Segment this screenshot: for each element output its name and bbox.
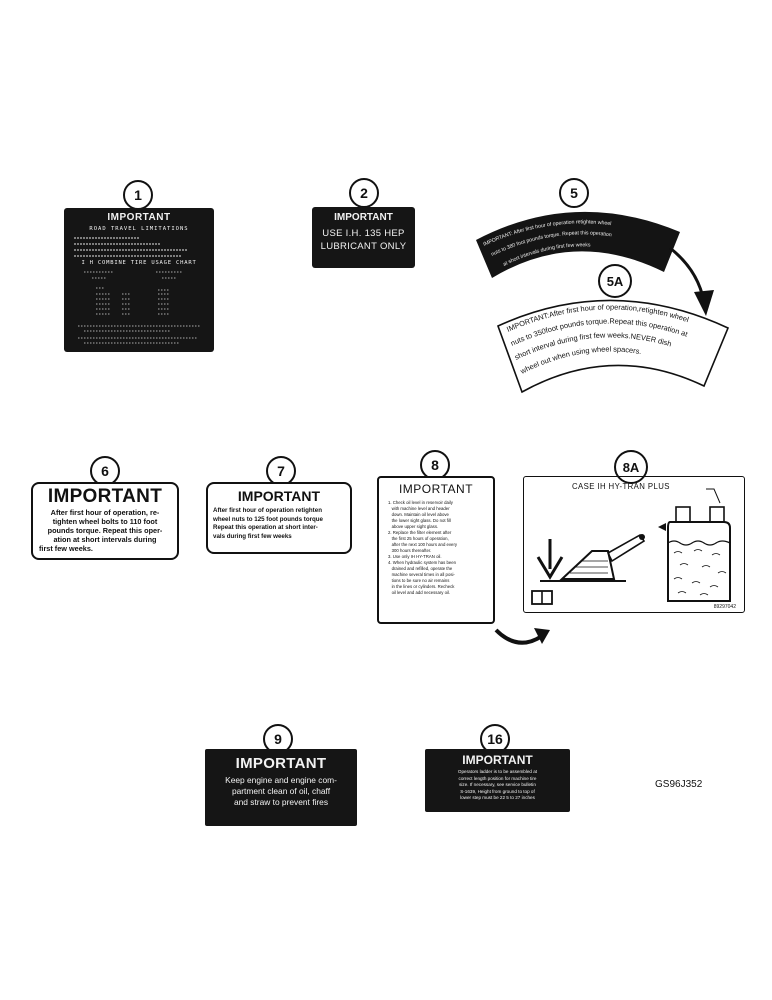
callout-1: 1 xyxy=(123,180,153,210)
decal-1-tire-chart xyxy=(78,271,200,344)
decal-16-title: IMPORTANT xyxy=(462,753,533,767)
decal-8a-code: 89297042 xyxy=(713,604,736,610)
decal-2-lubricant: IMPORTANT USE I.H. 135 HEP LUBRICANT ONL… xyxy=(312,207,415,268)
decal-6-wheel-bolts: IMPORTANT After first hour of operation,… xyxy=(31,482,179,560)
decal-16-line4: S-1639, Height from ground to top of xyxy=(460,788,535,794)
decal-7-wheel-nuts: IMPORTANT After first hour of operation … xyxy=(206,482,352,554)
decal-8-line: 3. Use only IH HY-TRAN oil. xyxy=(388,554,442,559)
decal-8a-label: CASE IH HY-TRAN PLUS xyxy=(572,482,670,491)
decal-9-line3: and straw to prevent fires xyxy=(233,797,329,807)
decal-16-line2: correct length position for machine tire xyxy=(458,775,537,781)
decal-8-line: 300 hours thereafter. xyxy=(388,548,432,553)
decal-8-hydraulic: IMPORTANT 1. Check oil level in reservoi… xyxy=(377,476,495,624)
callout-8: 8 xyxy=(420,450,450,480)
decal-6-line3: pounds torque. Repeat this oper- xyxy=(47,526,163,535)
decal-16-ladder: IMPORTANT Operators ladder is to be asse… xyxy=(425,749,570,812)
decal-8-line: machine several times in all posi- xyxy=(388,572,455,577)
callout-7: 7 xyxy=(266,456,296,486)
decal-5-shape xyxy=(476,211,680,278)
decal-16-line3: size. If necessary, see service bulletin xyxy=(459,782,536,788)
decal-6-title: IMPORTANT xyxy=(47,486,163,507)
decal-8-line: drained and refilled, operate the xyxy=(388,566,453,571)
decal-8-line: 2. Replace the filter element after xyxy=(388,530,452,535)
decal-6-line5: first few weeks. xyxy=(39,544,93,553)
callout-8a: 8A xyxy=(614,450,648,484)
decal-2-title: IMPORTANT xyxy=(334,212,393,223)
decal-9-line2: partment clean of oil, chaff xyxy=(231,786,331,796)
figure-code: GS96J352 xyxy=(655,779,703,790)
decal-8-line: in the lines or cylinders. Recheck xyxy=(388,584,455,589)
decal-5a-arc: IMPORTANT:After first hour of operation,… xyxy=(496,299,730,394)
callout-5a: 5A xyxy=(598,264,632,298)
decal-5a-shape xyxy=(496,299,730,394)
decal-8-line: 1. Check oil level in reservoir daily xyxy=(388,500,453,505)
decal-7-title: IMPORTANT xyxy=(237,488,321,504)
decal-16-line1: Operators ladder is to be assembled at xyxy=(457,769,538,774)
decal-2-line1: USE I.H. 135 HEP xyxy=(322,228,405,239)
decal-16-line5: lower step must be 22 5 to 27 inches xyxy=(460,795,535,801)
decal-7-line1: After first hour of operation retighten xyxy=(213,507,322,514)
decal-2-line2: LUBRICANT ONLY xyxy=(320,241,407,252)
decal-7-line3: Repeat this operation at short inter- xyxy=(213,524,318,531)
decal-1-title: IMPORTANT xyxy=(107,212,171,223)
decal-8a-pictorial: CASE IH HY-TRAN PLUS xyxy=(523,476,745,613)
leader-arrow-5 xyxy=(669,246,714,316)
decal-9-line1: Keep engine and engine com- xyxy=(225,775,337,785)
decal-9-title: IMPORTANT xyxy=(235,755,327,772)
decal-8-line: oil level and add necessary oil. xyxy=(388,590,451,595)
decal-5-arc: IMPORTANT: After first hour of operation… xyxy=(476,211,680,278)
decal-8-line: after the next 100 hours and every xyxy=(388,542,458,547)
decal-8-line: with machine level and header xyxy=(388,506,450,511)
decal-7-line4: vals during first few weeks xyxy=(213,532,292,540)
leader-arrow-8 xyxy=(494,628,550,645)
decal-7-line2: wheel nuts to 125 foot pounds torque xyxy=(213,515,324,523)
decal-6-line1: After first hour of operation, re- xyxy=(50,508,160,517)
decal-8-line: down. Maintain oil level above xyxy=(388,512,449,517)
decal-1-subtitle: ROAD TRAVEL LIMITATIONS xyxy=(89,226,189,232)
decal-8-line: the first 25 hours of operation, xyxy=(388,536,449,541)
decal-8-line: tions to be sure no air remains xyxy=(388,578,450,583)
decal-8-line: 4. When hydraulic system has been xyxy=(388,560,457,565)
decal-8-line: above upper sight glass. xyxy=(388,524,439,529)
decal-1-road-travel: IMPORTANT ROAD TRAVEL LIMITATIONS I H CO… xyxy=(64,208,214,352)
decal-1-chart-title: I H COMBINE TIRE USAGE CHART xyxy=(81,260,197,266)
decal-9-engine-fire: IMPORTANT Keep engine and engine com- pa… xyxy=(205,749,357,826)
decal-1-list-lines xyxy=(74,237,188,257)
decal-8-line: the lower sight glass. Do not fill xyxy=(388,518,451,523)
decal-6-line2: tighten wheel bolts to 110 foot xyxy=(52,517,158,526)
decal-6-line4: ation at short intervals during xyxy=(53,535,157,544)
decal-8a-graphic xyxy=(531,488,731,605)
callout-2: 2 xyxy=(349,178,379,208)
callout-6: 6 xyxy=(90,456,120,486)
callout-5: 5 xyxy=(559,178,589,208)
manual-book-icon xyxy=(531,590,553,605)
decal-8-title: IMPORTANT xyxy=(398,482,474,496)
